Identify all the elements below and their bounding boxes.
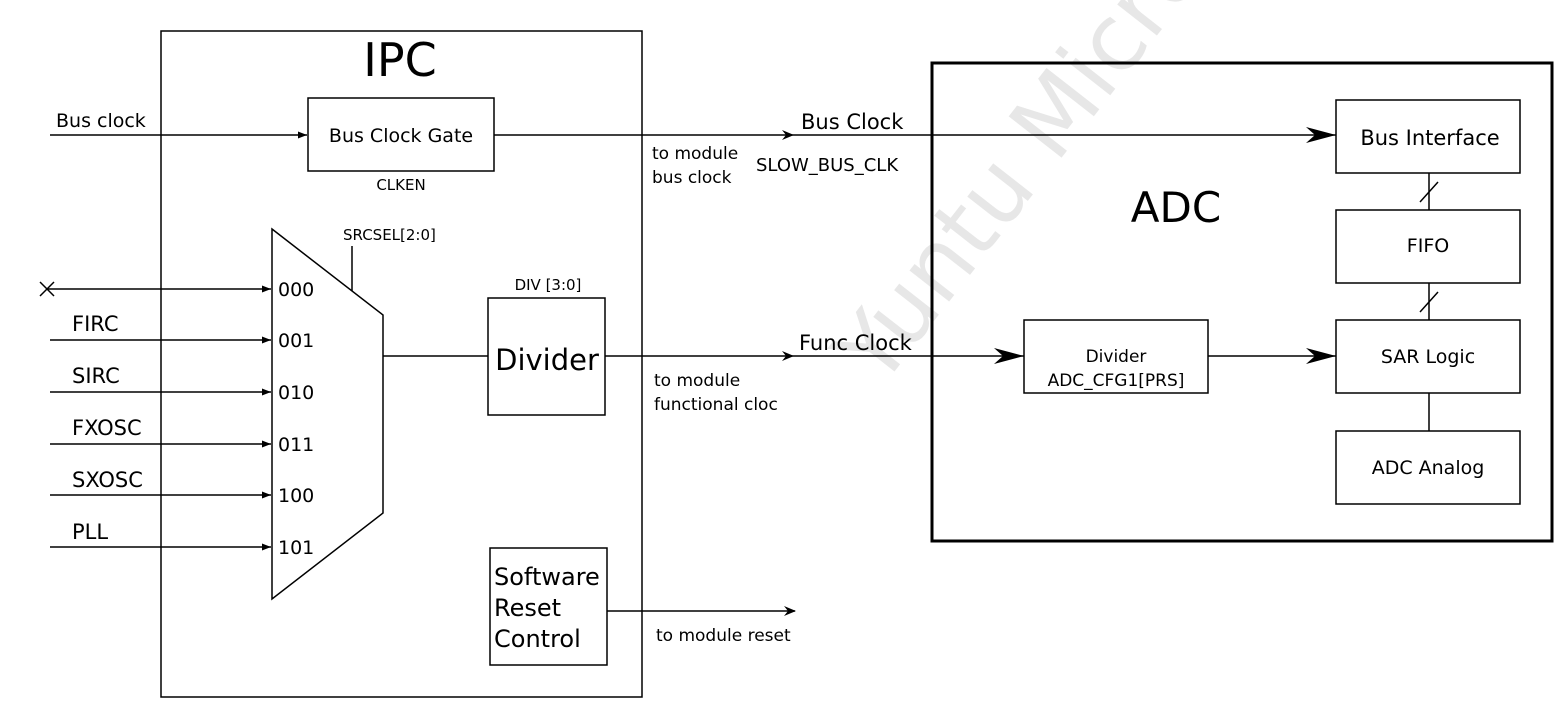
bus-interface-label: Bus Interface (1360, 126, 1499, 150)
mux-source-name: PLL (72, 520, 108, 544)
to-module-bus-1: to module (652, 144, 738, 164)
mux-input-4: SXOSC 100 (50, 468, 314, 507)
sar-logic-box (1335, 319, 1521, 394)
adc-analog-box (1335, 430, 1521, 505)
bus-interface-box (1335, 99, 1521, 174)
to-module-func-1: to module (654, 371, 740, 391)
mux-input-3: FXOSC 011 (50, 416, 314, 456)
mux-input-1: FIRC 001 (50, 312, 314, 352)
bus-clock-signal-label: Bus Clock (801, 110, 904, 134)
ipc-divider-box (487, 297, 606, 416)
ipc-outputs: to module bus clock to module functional… (494, 130, 796, 646)
to-module-func-2: functional cloc (654, 395, 778, 415)
reset-label-line-2: Reset (494, 594, 561, 622)
ipc-block: IPC Bus clock Bus Clock Gate CLKEN SRCSE… (39, 30, 643, 698)
to-module-reset: to module reset (656, 626, 791, 646)
fifo-box (1335, 209, 1521, 284)
mux-source-name: SXOSC (72, 468, 143, 492)
slow-bus-clk-label: SLOW_BUS_CLK (756, 155, 899, 176)
reset-label-line-1: Software (494, 563, 600, 591)
adc-divider-box (1023, 319, 1209, 394)
mux-code: 010 (278, 382, 314, 404)
ipc-border (160, 30, 643, 698)
fifo-label: FIFO (1407, 235, 1449, 257)
bus-clock-gate-label: Bus Clock Gate (329, 125, 473, 147)
mux-code: 011 (278, 434, 314, 456)
mux-input-2: SIRC 010 (50, 364, 314, 404)
adc-analog-label: ADC Analog (1372, 457, 1485, 479)
mux-input-0: 000 (39, 279, 314, 301)
adc-title: ADC (1131, 183, 1221, 232)
adc-border (930, 61, 1554, 543)
mux-code: 001 (278, 330, 314, 352)
bus-clock-gate-box (307, 97, 495, 172)
bus-clock-input-label: Bus clock (56, 110, 146, 132)
to-module-bus-2: bus clock (652, 168, 732, 188)
ipc-title: IPC (363, 33, 436, 87)
clken-label: CLKEN (376, 176, 425, 194)
ipc-divider-label: Divider (495, 343, 599, 377)
adc-block: ADC Bus Interface FIFO Divider ADC_CFG1[… (930, 61, 1554, 543)
reset-label-line-3: Control (494, 625, 581, 653)
sar-logic-label: SAR Logic (1381, 346, 1475, 368)
mux-source-name: FXOSC (72, 416, 142, 440)
clock-source-mux (271, 227, 384, 601)
mux-source-name: FIRC (72, 312, 118, 336)
div-field-label: DIV [3:0] (515, 276, 582, 294)
mux-code: 000 (278, 279, 314, 301)
software-reset-control-box (489, 547, 608, 666)
adc-divider-label-2: ADC_CFG1[PRS] (1048, 371, 1185, 391)
adc-divider-label-1: Divider (1086, 347, 1147, 367)
adc-connections: Bus Clock SLOW_BUS_CLK Func Clock (756, 110, 1336, 364)
mux-source-name: SIRC (72, 364, 120, 388)
mux-input-5: PLL 101 (50, 520, 314, 559)
func-clock-signal-label: Func Clock (799, 331, 913, 355)
srcsel-label: SRCSEL[2:0] (343, 226, 436, 244)
mux-code: 100 (278, 485, 314, 507)
mux-code: 101 (278, 537, 314, 559)
